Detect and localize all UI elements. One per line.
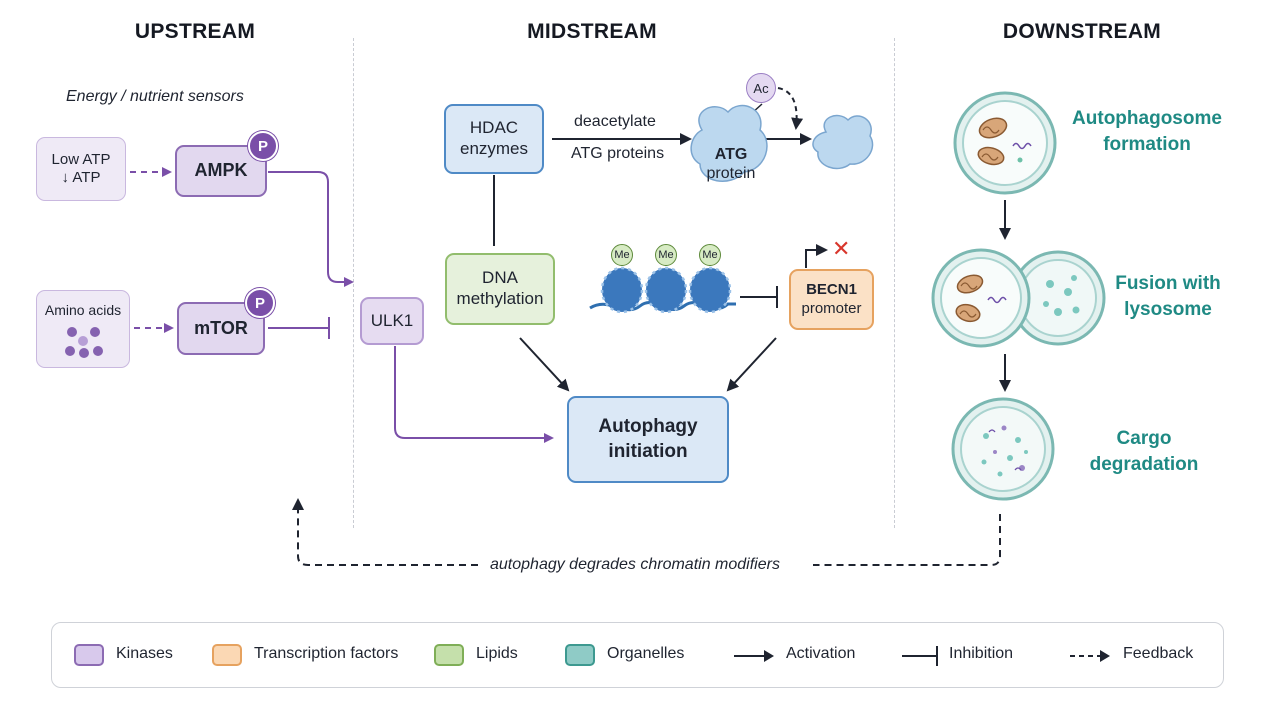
autophagosome-icon: [953, 91, 1057, 195]
dna-methylation-line2: methylation: [456, 289, 544, 308]
becn1-to-initiation-arrow: [726, 337, 777, 392]
low-atp-line1: Low ATP: [51, 150, 111, 168]
cargo-label: Cargo degradation: [1074, 426, 1214, 477]
autophagosome-line2: formation: [1103, 133, 1191, 155]
ulk1-label: ULK1: [370, 310, 414, 330]
autophagy-initiation-line2: initiation: [608, 440, 688, 462]
becn1-line2: promoter: [801, 299, 862, 317]
hdac-box: HDAC enzymes: [444, 104, 544, 174]
upstream-heading: UPSTREAM: [134, 20, 256, 43]
becn1-promoter-arrow: [805, 244, 828, 268]
autophagosome-line1: Autophagosome: [1072, 108, 1222, 129]
legend-kinases-label: Kinases: [116, 645, 173, 662]
column-divider-right: [894, 38, 895, 528]
cargo-degradation-icon: [951, 397, 1055, 501]
autophagosome-label: Autophagosome formation: [1062, 106, 1232, 157]
amino-acids-box: Amino acids: [36, 290, 130, 368]
legend-tf-swatch: [212, 644, 242, 666]
atg-protein-blob: [690, 104, 768, 182]
ulk1-box: ULK1: [360, 297, 424, 345]
downstream-heading: DOWNSTREAM: [1002, 20, 1162, 43]
dna-methylation-box: DNA methylation: [445, 253, 555, 325]
cargo-line2: degradation: [1089, 453, 1199, 475]
methyl-badge-1: Me: [611, 244, 633, 266]
deacetylate-label: deacetylate: [574, 113, 656, 130]
legend-kinases-swatch: [74, 644, 104, 666]
fusion-icon: [931, 248, 1106, 348]
ampk-to-ulk1-arrow: [268, 171, 354, 287]
dna-methylation-line1: DNA: [482, 268, 518, 288]
legend-lipids-swatch: [434, 644, 464, 666]
cargo-line1: Cargo: [1116, 428, 1172, 449]
legend: Kinases Transcription factors Lipids Org…: [51, 622, 1224, 688]
legend-feedback-label: Feedback: [1123, 645, 1194, 662]
fusion-line1: Fusion with: [1115, 273, 1221, 294]
atg-protein-label: ATG protein: [702, 145, 760, 183]
acetyl-removal-arrow: [777, 87, 804, 130]
legend-organelles-label: Organelles: [607, 645, 685, 662]
fusion-label: Fusion with lysosome: [1098, 271, 1238, 322]
feedback-loop-arrow: [298, 500, 1001, 566]
amino-acids-label: Amino acids: [44, 302, 122, 318]
fusion-line2: lysosome: [1124, 298, 1212, 320]
nucleosome-3: [688, 258, 732, 314]
legend-tf-label: Transcription factors: [254, 645, 399, 662]
becn1-box: BECN1 promoter: [789, 269, 874, 330]
dna-to-initiation-arrow: [519, 337, 570, 392]
methyl-badge-2: Me: [655, 244, 677, 266]
mtor-phospho-badge: P: [245, 288, 275, 318]
nucleosome-1: [600, 258, 644, 314]
ampk-phospho-badge: P: [248, 131, 278, 161]
sensors-label: Energy / nutrient sensors: [66, 88, 244, 105]
low-atp-box: Low ATP ↓ ATP: [36, 137, 126, 201]
methyl-badge-3: Me: [699, 244, 721, 266]
acetyl-badge: Ac: [746, 73, 776, 103]
legend-inhibition-label: Inhibition: [949, 645, 1014, 662]
amino-acid-dots-icon: [65, 327, 103, 358]
low-atp-line2: ↓ ATP: [61, 169, 101, 186]
mtor-label: mTOR: [194, 317, 248, 338]
nucleosome-2: [644, 258, 688, 314]
ulk1-to-initiation-arrow: [394, 346, 554, 443]
hdac-line2: enzymes: [459, 139, 529, 158]
feedback-label: autophagy degrades chromatin modifiers: [490, 556, 780, 573]
autophagy-initiation-box: Autophagy initiation: [567, 396, 729, 483]
atg-protein-line1: ATG: [714, 146, 748, 163]
mtor-box: mTOR: [177, 302, 265, 355]
hdac-line1: HDAC: [469, 118, 519, 138]
legend-lipids-label: Lipids: [476, 645, 518, 662]
midstream-heading: MIDSTREAM: [527, 20, 657, 43]
atg-protein-line2: protein: [706, 165, 756, 183]
becn1-line1: BECN1: [806, 281, 857, 299]
legend-organelles-swatch: [565, 644, 595, 666]
legend-line-icons: [734, 646, 1110, 666]
legend-activation-label: Activation: [786, 645, 856, 662]
atg-proteins-label: ATG proteins: [571, 145, 665, 162]
ampk-label: AMPK: [194, 160, 248, 181]
deacetylated-atg-blob: [812, 114, 874, 170]
silenced-x-icon: ✕: [832, 236, 851, 261]
autophagy-initiation-line1: Autophagy: [598, 415, 698, 437]
